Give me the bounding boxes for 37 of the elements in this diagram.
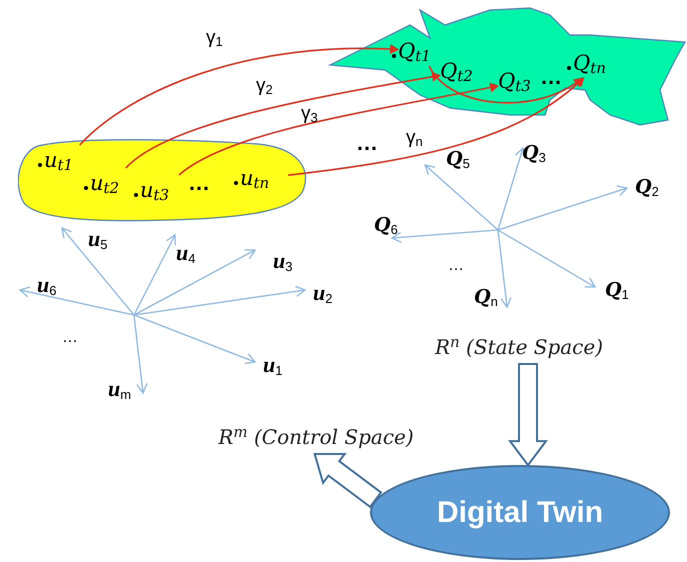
ellipsis: … [356,132,380,154]
axis-label: u$_{2}$ [313,282,332,304]
curved-arrow [428,66,583,104]
axis-label: Q$_{2}$ [635,178,659,197]
axis-label: Q$_{6}$ [374,216,398,235]
axis-label: u$_{6}$ [37,274,56,296]
ellipsis: … [62,330,78,346]
edge-label: γ$_{1}$ [206,28,223,47]
axis-label: Q$_{5}$ [446,150,470,169]
point-label: Q$_{t2}$ [440,56,488,86]
axis-label: Q$_{n}$ [474,288,498,307]
point-label: u$_{tn}$ [240,163,288,193]
edge-label: γ$_{2}$ [256,76,273,95]
block-arrow [508,363,548,467]
axis-label: Q$_{1}$ [605,281,629,300]
ellipsis: … [540,66,564,88]
point-label: u$_{t1}$ [44,145,88,175]
edge-label: γ$_{3}$ [301,104,318,123]
point-label: Q$_{tn}$ [573,48,625,78]
axis-label: u$_{m}$ [108,378,132,400]
curved-arrow [288,77,584,176]
axis-label: u$_{4}$ [176,242,196,264]
axis-label: u$_{5}$ [88,228,108,250]
space-title: R$^{n}$ (State Space) [410,330,628,364]
point-label: u$_{t2}$ [90,168,134,198]
axis-label: Q$_{3}$ [522,144,546,163]
point-label: u$_{t3}$ [140,175,184,205]
curved-arrow [125,72,441,169]
process-ellipse: Digital Twin [370,465,670,560]
axis-label: u$_{1}$ [263,354,282,376]
ellipsis: … [448,258,464,274]
ellipsis: … [188,172,212,194]
edge-label: γ$_{n}$ [406,128,423,147]
space-title: R$^{m}$ (Control Space) [194,420,438,454]
axis-label: u$_{3}$ [273,250,292,272]
curved-arrow [178,82,499,176]
block-arrow [313,453,382,508]
